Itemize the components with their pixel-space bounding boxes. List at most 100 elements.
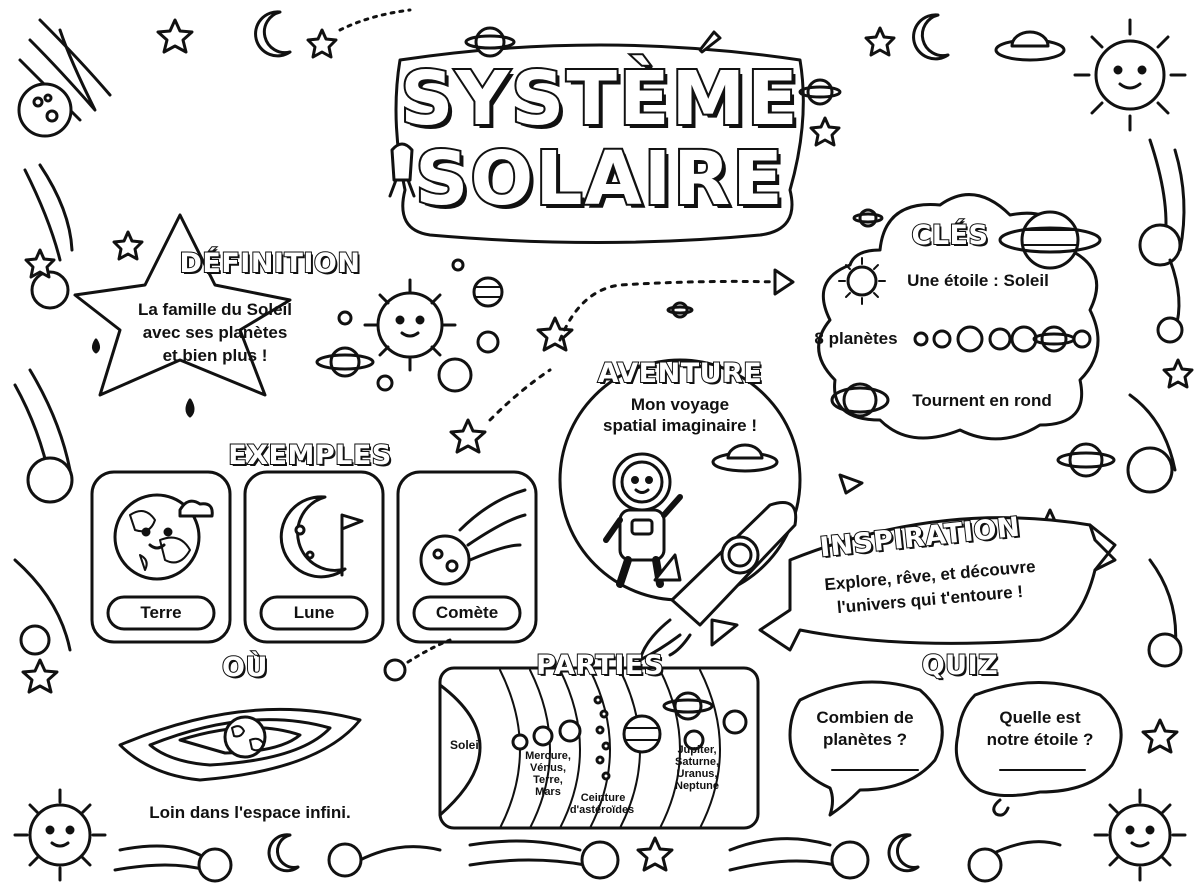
bubble-tail: [992, 798, 1010, 817]
adventure-heading: AVENTURE: [597, 357, 763, 390]
comet-icon: [1138, 138, 1186, 267]
comet-icon: [327, 842, 442, 878]
star-icon: [112, 230, 144, 261]
astronaut-icon: [603, 452, 683, 588]
planet-icon: [315, 346, 375, 378]
planet-icon: [1056, 442, 1116, 478]
planet-icon: [511, 719, 582, 751]
planet-icon: [451, 258, 465, 272]
star-icon: [536, 316, 574, 352]
comet-icon: [1156, 258, 1184, 344]
title-line-1: SYSTÈME: [398, 56, 800, 142]
moon-icon: [267, 833, 300, 873]
example-label-moon: Lune: [293, 603, 335, 622]
keys-star-text: Une étoile : Soleil: [907, 271, 1049, 290]
star-icon: [24, 248, 56, 279]
quiz-bubble-2: [954, 681, 1123, 797]
planet-icon: [852, 208, 884, 228]
parts-outer-3: Uranus,: [676, 768, 718, 780]
quiz-question-1-line-2: planètes ?: [822, 730, 908, 749]
ufo-icon: [711, 443, 779, 473]
parts-outer-2: Saturne,: [674, 756, 719, 768]
earth-icon: [223, 715, 267, 759]
example-label-earth: Terre: [140, 603, 182, 622]
planet-icon: [437, 357, 473, 393]
title-line-2: SOLAIRE: [413, 136, 785, 222]
parts-belt-2: d'astéroïdes: [569, 804, 635, 816]
parts-outer-1: Jupiter,: [677, 744, 717, 756]
sun-icon: [438, 683, 482, 817]
planet-icon: [376, 374, 394, 392]
parts-heading: PARTIES: [535, 649, 664, 682]
sun-icon: [838, 257, 886, 305]
comet-icon: [23, 163, 74, 310]
planet-icon: [472, 276, 504, 308]
star-icon: [306, 28, 338, 59]
saturn-icon: [998, 210, 1102, 270]
moon-icon: [912, 13, 950, 61]
parts-inner-2: Vénus,: [529, 762, 567, 774]
adventure-line-2: spatial imaginaire !: [603, 416, 757, 435]
quiz-bubble-1: [788, 680, 944, 817]
planet-icon: [476, 330, 500, 354]
where-heading: OÙ: [221, 651, 268, 684]
star-icon: [636, 836, 674, 872]
moon-icon: [383, 658, 407, 682]
star-icon: [809, 116, 841, 147]
arrow-icon: [773, 268, 795, 296]
star-icon: [1141, 718, 1179, 754]
comet-icon: [17, 18, 112, 138]
drop-icon: [185, 398, 195, 418]
planets-row: [913, 325, 1092, 353]
quiz-question-1-line-1: Combien de: [816, 708, 914, 727]
planet-icon: [464, 26, 516, 58]
star-icon: [21, 658, 59, 694]
sun-icon: [1073, 18, 1187, 132]
quiz-question-2-line-1: Quelle est: [999, 708, 1081, 727]
comet-icon: [113, 844, 233, 883]
sun-icon: [13, 788, 107, 882]
comet-icon: [13, 558, 72, 656]
definition-line-1: La famille du Soleil: [138, 300, 292, 319]
star-icon: [864, 26, 896, 57]
asteroid-belt-icon: [593, 695, 611, 781]
keys-planets-text: 8 planètes: [814, 329, 898, 348]
comet-icon: [728, 837, 870, 880]
keys-orbit-text: Tournent en rond: [912, 391, 1052, 410]
quiz-question-2-line-2: notre étoile ?: [986, 730, 1094, 749]
parts-outer-4: Neptune: [675, 780, 719, 792]
comet-icon: [419, 488, 527, 586]
example-label-comet: Comète: [435, 603, 499, 622]
sun-icon: [1093, 788, 1187, 882]
sun-icon: [363, 278, 457, 372]
parts-inner-4: Mars: [535, 786, 561, 798]
banner-fold: [1088, 523, 1117, 572]
paper-plane-icon: [838, 473, 864, 495]
definition-line-2: avec ses planètes: [142, 323, 288, 342]
moon-icon: [887, 833, 920, 873]
inspiration-banner: [758, 516, 1117, 652]
title-frame: [394, 43, 805, 244]
parts-sun-label: Soleil: [449, 738, 482, 752]
parts-inner-1: Mercure,: [525, 750, 571, 762]
rocket-icon: [638, 501, 798, 662]
comet-icon: [967, 840, 1062, 883]
planet-icon: [622, 691, 748, 754]
examples-heading: EXEMPLES: [227, 439, 392, 472]
orbit-icon: [830, 382, 890, 418]
parts-belt-1: Ceinture: [580, 792, 626, 804]
moon-icon: [254, 10, 292, 58]
dashed-path: [488, 368, 552, 422]
where-text: Loin dans l'espace infini.: [149, 803, 351, 822]
star-icon: [1162, 358, 1194, 389]
comet-icon: [1147, 558, 1183, 668]
star-icon: [449, 418, 487, 454]
star-icon: [156, 18, 194, 54]
definition-line-3: et bien plus !: [162, 346, 268, 365]
ufo-icon: [994, 30, 1066, 62]
rocket-icon: [388, 142, 416, 198]
comet-icon: [13, 368, 74, 504]
rocket-icon: [698, 30, 722, 54]
planet-icon: [337, 310, 353, 326]
